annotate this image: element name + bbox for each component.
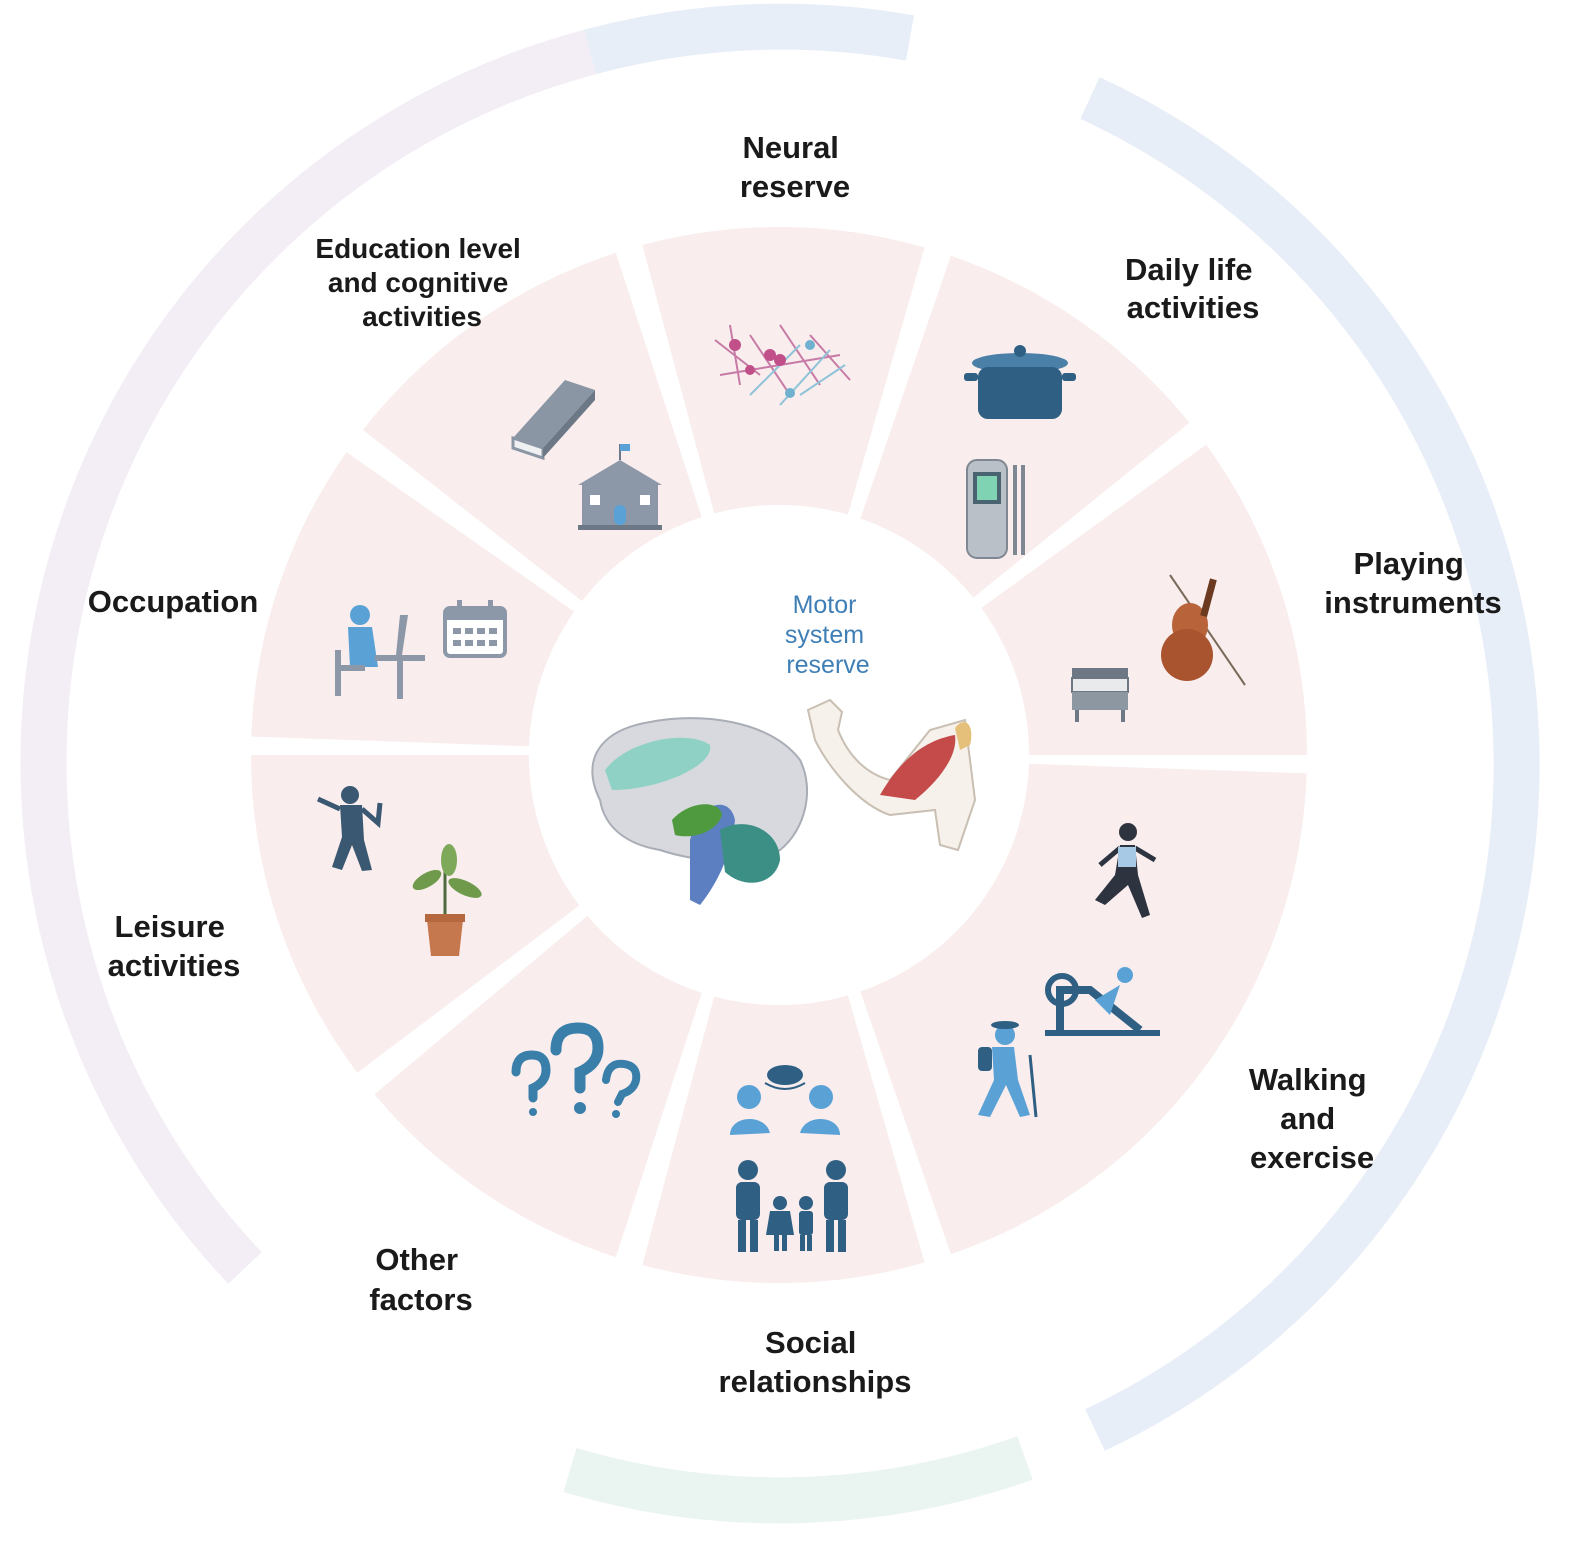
center-label: Motor system reserve xyxy=(785,591,871,679)
label-other-factors: Other factors xyxy=(369,1242,472,1317)
outer-arc-right xyxy=(1080,77,1540,1451)
potted-plant-icon xyxy=(412,844,482,956)
people-talking-icon xyxy=(730,1065,840,1135)
label-leisure-activities: Leisure activities xyxy=(108,909,241,983)
leg-press-machine-icon xyxy=(1045,967,1160,1036)
label-education-level: Education level and cognitive activities xyxy=(315,233,528,332)
segment-wedge-social-relationships xyxy=(642,995,925,1283)
runner-icon xyxy=(1095,823,1157,918)
label-daily-life-activities: Daily life activities xyxy=(1125,252,1261,325)
outer-arc-left xyxy=(20,29,596,1284)
segment-labels: Neural reserve Daily life activities Pla… xyxy=(88,130,1502,1399)
segment-wedge-leisure-activities xyxy=(250,755,580,1073)
desk-worker-icon xyxy=(335,605,425,699)
book-icon xyxy=(511,380,595,461)
center-label-line-1: Motor xyxy=(793,591,857,619)
label-neural-reserve: Neural reserve xyxy=(740,130,850,204)
outer-arc-top xyxy=(584,3,915,75)
center-label-line-2: system xyxy=(785,621,864,649)
school-icon xyxy=(578,444,662,530)
brain-icon xyxy=(591,717,808,905)
center-label-line-3: reserve xyxy=(786,651,869,679)
label-walking-and-exercise: Walking and exercise xyxy=(1249,1062,1375,1175)
measuring-meter-icon xyxy=(966,459,1025,559)
segment-wedge-daily-life-activities xyxy=(860,255,1190,598)
flexed-arm-icon xyxy=(806,698,977,852)
segment-wedge-playing-instruments xyxy=(981,444,1307,755)
outer-arc-bottom xyxy=(563,1436,1033,1524)
segment-wedge-walking-and-exercise xyxy=(860,763,1307,1255)
segment-wedge-neural-reserve xyxy=(642,227,925,515)
label-occupation: Occupation xyxy=(88,584,259,619)
dancer-icon xyxy=(316,786,383,871)
label-playing-instruments: Playing instruments xyxy=(1324,546,1501,620)
calendar-icon xyxy=(443,600,507,658)
cooking-pot-icon xyxy=(964,345,1076,419)
label-social-relationships: Social relationships xyxy=(719,1325,912,1399)
violin-icon xyxy=(1161,574,1246,686)
segment-wedge-occupation xyxy=(251,452,575,747)
question-marks-icon xyxy=(511,1022,641,1118)
piano-icon xyxy=(1071,668,1129,722)
hiker-icon xyxy=(978,1021,1038,1118)
family-icon xyxy=(736,1160,848,1252)
neuron-network-icon xyxy=(714,324,851,406)
